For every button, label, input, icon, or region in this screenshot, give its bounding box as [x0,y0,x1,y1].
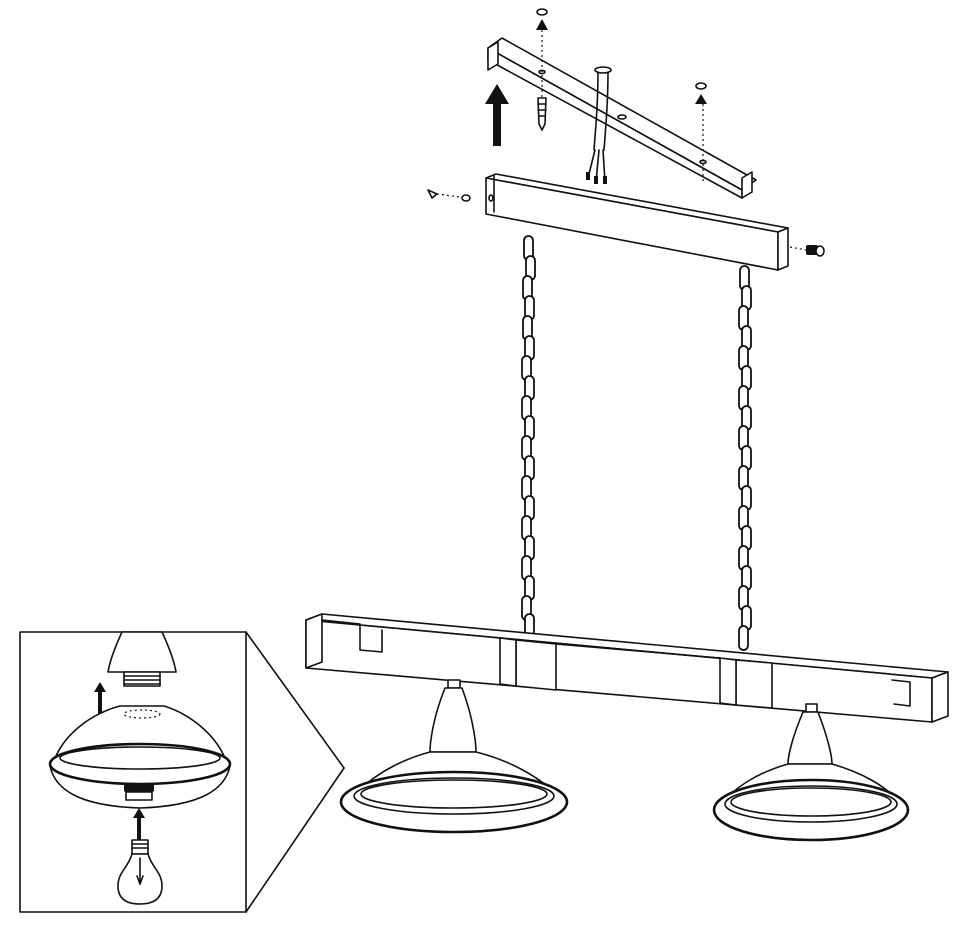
light-beam [305,613,949,723]
supply-cable [586,66,612,184]
ceiling-mounting-bracket [487,37,757,199]
light-bulb [117,839,163,905]
lamp-holder [107,631,177,687]
pendant-shade-left [339,679,569,834]
ceiling-canopy [485,173,789,271]
pendant-shades [339,679,910,842]
bulb-up-arrow [133,808,145,840]
bulb-socket [124,784,154,801]
pendant-shade-right [712,703,910,842]
canopy-side-screws [427,189,825,257]
left-chain [521,235,536,637]
mount-direction-arrow [485,84,509,146]
suspension-chains [521,235,752,651]
shade-up-arrow [94,682,106,714]
wall-plugs [537,97,547,131]
shade-and-bulb-fitting-detail [19,631,345,913]
right-chain [738,265,752,651]
bracket-screws [536,8,707,182]
